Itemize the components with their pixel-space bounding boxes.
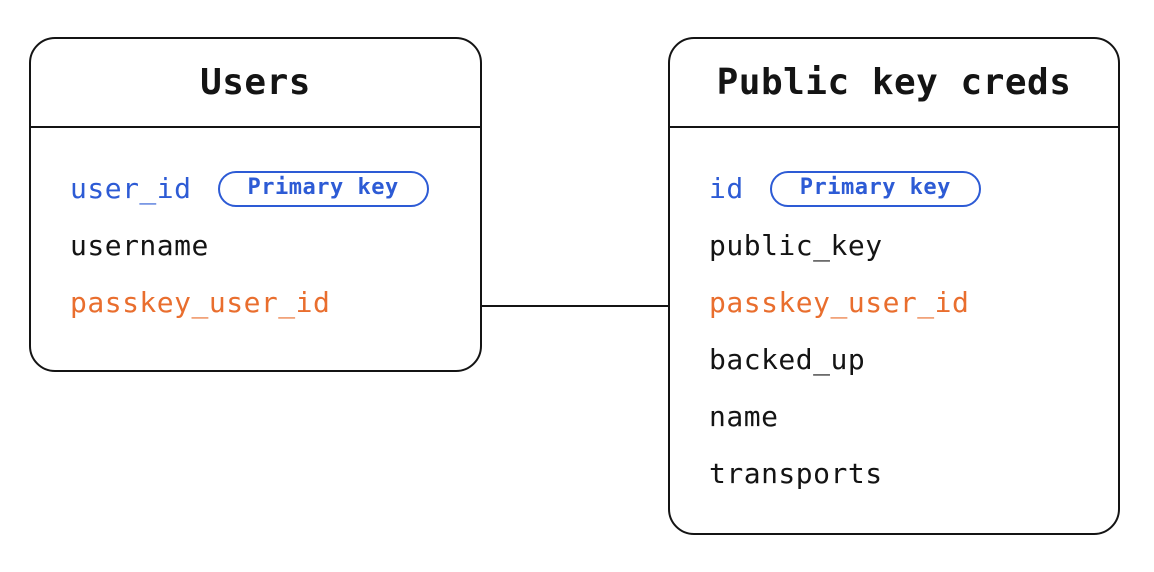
table-public-key-creds: Public key creds id Primary key public_key… — [668, 37, 1120, 535]
field-row-passkey_user_id: passkey_user_id — [70, 274, 480, 331]
field-name: passkey_user_id — [70, 286, 331, 319]
field-name: id — [709, 172, 744, 205]
table-title-public-key-creds: Public key creds — [716, 62, 1072, 103]
field-row-public_key: public_key — [709, 217, 1118, 274]
primary-key-badge: Primary key — [217, 170, 429, 207]
field-name: name — [709, 400, 779, 433]
field-row-name: name — [709, 388, 1118, 445]
table-title-users: Users — [200, 62, 311, 103]
field-name: user_id — [70, 172, 192, 205]
field-name: public_key — [709, 229, 883, 262]
table-users-header: Users — [31, 39, 480, 128]
field-name: username — [70, 229, 209, 262]
field-row-transports: transports — [709, 445, 1118, 502]
field-name: passkey_user_id — [709, 286, 970, 319]
field-row-username: username — [70, 217, 480, 274]
table-public-key-creds-header: Public key creds — [670, 39, 1118, 128]
primary-key-badge: Primary key — [769, 170, 981, 207]
field-name: backed_up — [709, 343, 866, 376]
field-row-backed_up: backed_up — [709, 331, 1118, 388]
field-row-id: id Primary key — [709, 160, 1118, 217]
field-name: transports — [709, 457, 883, 490]
field-row-user_id: user_id Primary key — [70, 160, 480, 217]
relationship-line — [480, 305, 670, 307]
field-row-passkey_user_id: passkey_user_id — [709, 274, 1118, 331]
